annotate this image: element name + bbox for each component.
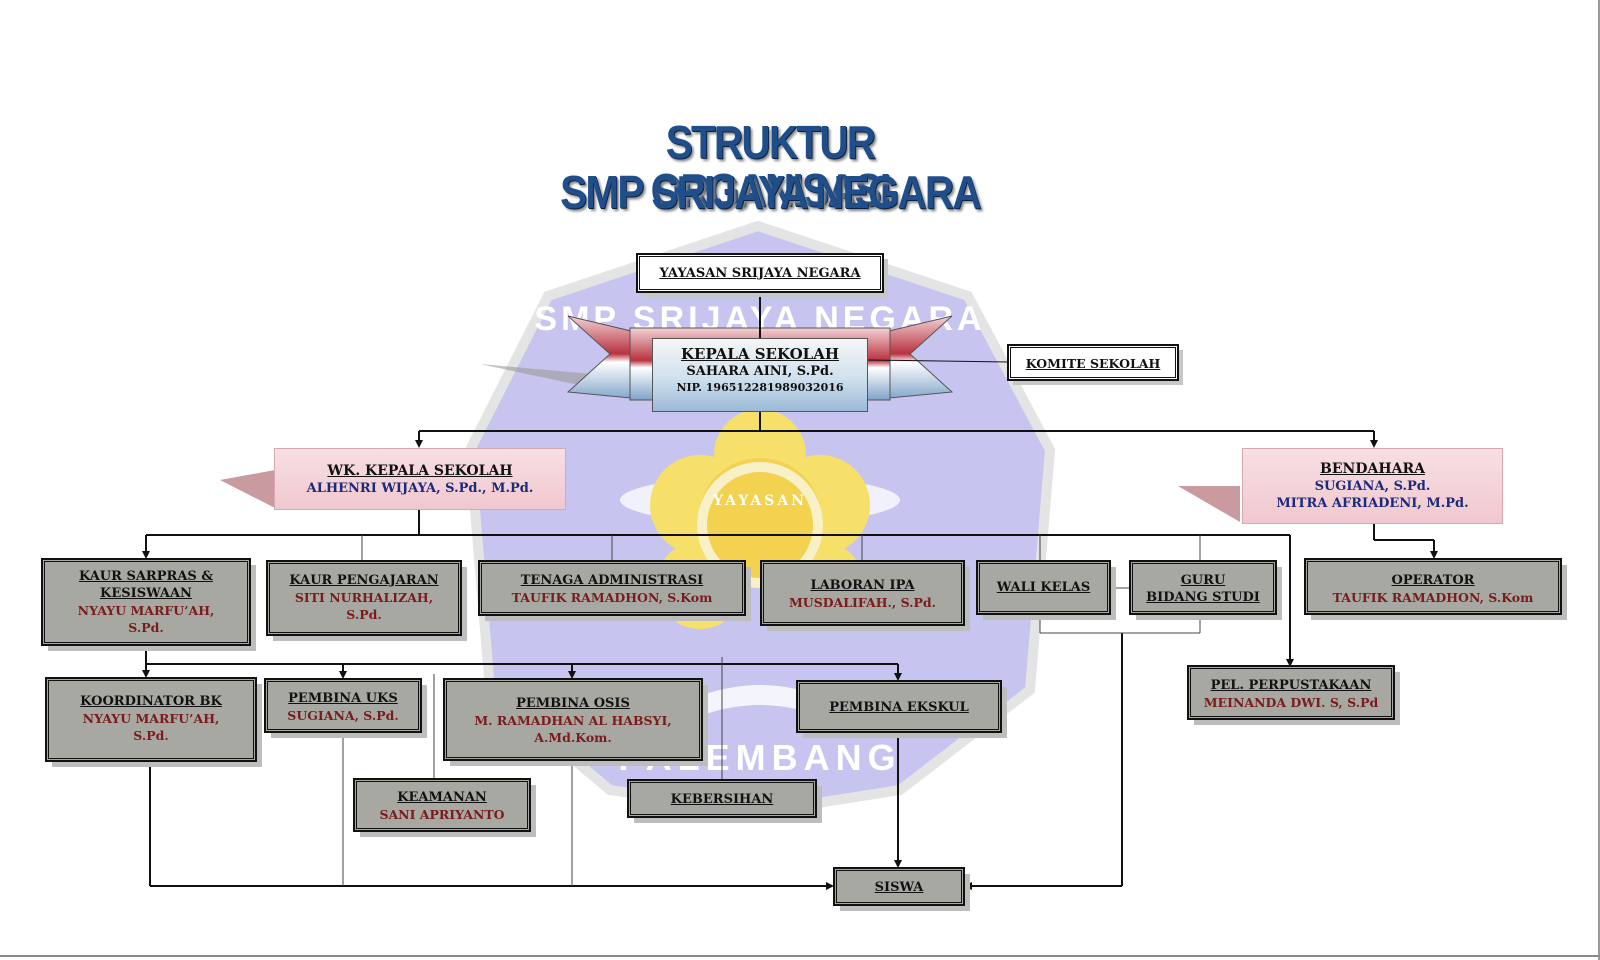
- node-yayasan-title: YAYASAN SRIJAYA NEGARA: [659, 266, 861, 281]
- node-koordinator-bk-name-1: NYAYU MARFU’AH,: [82, 711, 220, 726]
- node-wali-kelas-title: WALI KELAS: [996, 580, 1091, 595]
- node-keamanan: KEAMANAN SANI APRIYANTO: [353, 778, 531, 832]
- node-perpustakaan-title: PEL. PERPUSTAKAAN: [1210, 678, 1372, 693]
- node-tenaga-administrasi-title: TENAGA ADMINISTRASI: [520, 573, 704, 588]
- node-kebersihan-title: KEBERSIHAN: [670, 792, 774, 807]
- node-yayasan: YAYASAN SRIJAYA NEGARA: [636, 253, 884, 293]
- node-kepala-sekolah-title: KEPALA SEKOLAH: [680, 345, 840, 363]
- node-pel-perpustakaan: PEL. PERPUSTAKAAN MEINANDA DWI. S, S.Pd: [1187, 665, 1395, 720]
- node-kebersihan: KEBERSIHAN: [627, 779, 817, 818]
- node-koordinator-bk-name-2: S.Pd.: [133, 728, 169, 743]
- node-koordinator-bk-title: KOORDINATOR BK: [80, 694, 222, 709]
- node-kaur-sarpras-title-2: KESISWAAN: [100, 586, 192, 601]
- node-kepala-sekolah-nip: NIP. 196512281989032016: [676, 381, 844, 394]
- node-operator: OPERATOR TAUFIK RAMADHON, S.Kom: [1304, 558, 1562, 615]
- node-pembina-osis-name-1: M. RAMADHAN AL HABSYI,: [474, 713, 672, 728]
- node-guru-title-1: GURU: [1180, 573, 1226, 588]
- node-koordinator-bk: KOORDINATOR BK NYAYU MARFU’AH, S.Pd.: [45, 677, 257, 762]
- node-kaur-sarpras-title-1: KAUR SARPRAS &: [78, 569, 214, 584]
- node-pembina-osis: PEMBINA OSIS M. RAMADHAN AL HABSYI, A.Md…: [443, 678, 703, 761]
- node-pembina-osis-name-2: A.Md.Kom.: [534, 730, 612, 745]
- title-line-1: STRUKTUR ORGANISASI: [650, 116, 892, 216]
- node-komite-sekolah: KOMITE SEKOLAH: [1007, 344, 1179, 381]
- node-laboran-ipa-name: MUSDALIFAH., S.Pd.: [788, 595, 937, 610]
- node-bendahara-title: BENDAHARA: [1320, 461, 1425, 477]
- bendahara-shadow-shape: [1178, 486, 1240, 522]
- node-wakil-name: ALHENRI WIJAYA, S.Pd., M.Pd.: [306, 481, 534, 496]
- node-bendahara-name-2: MITRA AFRIADENI, M.Pd.: [1276, 496, 1469, 511]
- logo-ring-shape: [697, 462, 823, 588]
- node-operator-title: OPERATOR: [1391, 573, 1475, 588]
- node-tenaga-administrasi: TENAGA ADMINISTRASI TAUFIK RAMADHON, S.K…: [478, 560, 746, 616]
- node-guru-bidang-studi: GURU BIDANG STUDI: [1129, 560, 1277, 615]
- node-operator-name: TAUFIK RAMADHON, S.Kom: [1332, 590, 1534, 605]
- node-tenaga-administrasi-name: TAUFIK RAMADHON, S.Kom: [511, 590, 713, 605]
- node-kepala-sekolah-name: SAHARA AINI, S.Pd.: [686, 364, 834, 379]
- node-pembina-ekskul: PEMBINA EKSKUL: [796, 680, 1002, 733]
- node-kaur-sarpras-name-2: S.Pd.: [128, 620, 164, 635]
- wakil-shadow-shape: [220, 470, 275, 508]
- node-kaur-pengajaran-name-2: S.Pd.: [346, 607, 382, 622]
- node-perpustakaan-name: MEINANDA DWI. S, S.Pd: [1203, 695, 1379, 710]
- node-laboran-ipa-title: LABORAN IPA: [810, 578, 915, 593]
- logo-center-text: YAYASAN: [712, 493, 807, 509]
- node-kepala-sekolah: KEPALA SEKOLAH SAHARA AINI, S.Pd. NIP. 1…: [652, 338, 868, 412]
- node-pembina-uks-name: SUGIANA, S.Pd.: [287, 708, 399, 723]
- node-pembina-osis-title: PEMBINA OSIS: [516, 696, 630, 711]
- node-pembina-uks: PEMBINA UKS SUGIANA, S.Pd.: [264, 678, 422, 733]
- node-kaur-sarpras: KAUR SARPRAS & KESISWAAN NYAYU MARFU’AH,…: [41, 558, 251, 646]
- node-bendahara: BENDAHARA SUGIANA, S.Pd. MITRA AFRIADENI…: [1242, 448, 1503, 524]
- node-siswa: SISWA: [833, 867, 965, 906]
- page-bottom-border: [0, 955, 1600, 957]
- title-line-2: SMP SRIJAYA NEGARA: [560, 166, 982, 218]
- node-kaur-sarpras-name-1: NYAYU MARFU’AH,: [77, 603, 215, 618]
- node-bendahara-name-1: SUGIANA, S.Pd.: [1314, 479, 1431, 494]
- node-kaur-pengajaran-name-1: SITI NURHALIZAH,: [294, 590, 434, 605]
- node-komite-sekolah-title: KOMITE SEKOLAH: [1025, 356, 1161, 371]
- node-pembina-uks-title: PEMBINA UKS: [288, 691, 398, 706]
- node-wakil-kepala-sekolah: WK. KEPALA SEKOLAH ALHENRI WIJAYA, S.Pd.…: [274, 448, 566, 510]
- node-wakil-title: WK. KEPALA SEKOLAH: [327, 463, 513, 479]
- node-laboran-ipa: LABORAN IPA MUSDALIFAH., S.Pd.: [760, 560, 965, 626]
- node-wali-kelas: WALI KELAS: [976, 560, 1111, 615]
- logo-book-shape: [690, 685, 830, 720]
- node-kaur-pengajaran-title: KAUR PENGAJARAN: [289, 573, 439, 588]
- node-keamanan-title: KEAMANAN: [397, 790, 487, 805]
- node-guru-title-2: BIDANG STUDI: [1146, 590, 1260, 605]
- node-kaur-pengajaran: KAUR PENGAJARAN SITI NURHALIZAH, S.Pd.: [266, 560, 462, 636]
- node-pembina-ekskul-title: PEMBINA EKSKUL: [829, 700, 969, 715]
- node-keamanan-name: SANI APRIYANTO: [379, 807, 505, 822]
- node-siswa-title: SISWA: [874, 880, 924, 895]
